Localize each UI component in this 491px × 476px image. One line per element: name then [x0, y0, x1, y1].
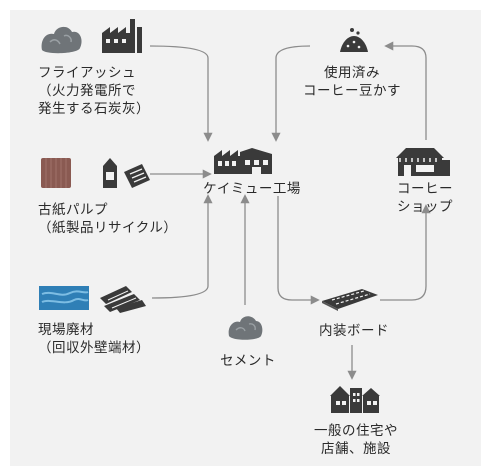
label-fly-ash: フライアッシュ （火力発電所で 発生する石炭灰） — [38, 65, 150, 117]
ash-pile-icon — [41, 26, 82, 54]
wall-panel-icon — [39, 286, 89, 310]
label-coffee-grounds: 使用済み コーヒー豆かす — [303, 65, 401, 99]
arrow-board-to-coffeeshop — [380, 204, 431, 301]
coffee-shop-icon — [396, 148, 450, 176]
label-board: 内装ボード — [319, 323, 389, 339]
cement-icon — [228, 316, 263, 340]
label-cement: セメント — [220, 353, 276, 369]
factory-icon — [214, 148, 272, 174]
power-plant-icon — [102, 19, 142, 53]
arrow-coffeeshop-to-grounds — [384, 41, 427, 140]
label-site-waste: 現場廃材 （回収外壁端材） — [38, 322, 150, 356]
coffee-grounds-icon — [340, 28, 368, 52]
label-used-pulp: 古紙パルプ （紙製品リサイクル） — [38, 202, 178, 236]
scrap-boards-icon — [100, 286, 146, 313]
arrow-site-to-factory — [151, 194, 213, 299]
milk-carton-icon — [103, 158, 117, 188]
newspaper-icon — [124, 164, 150, 188]
label-factory: ケイミュー工場 — [203, 181, 301, 197]
arrow-flyash-to-factory — [149, 45, 213, 142]
label-coffee-shop: コーヒーショップ — [397, 181, 453, 215]
pulp-roll-icon — [41, 158, 71, 188]
label-houses: 一般の住宅や 店舗、施設 — [314, 423, 398, 457]
arrow-factory-to-board — [277, 196, 320, 305]
arrow-grounds-to-factory — [271, 45, 311, 142]
board-stack-icon — [322, 289, 378, 311]
houses-icon — [330, 386, 380, 413]
